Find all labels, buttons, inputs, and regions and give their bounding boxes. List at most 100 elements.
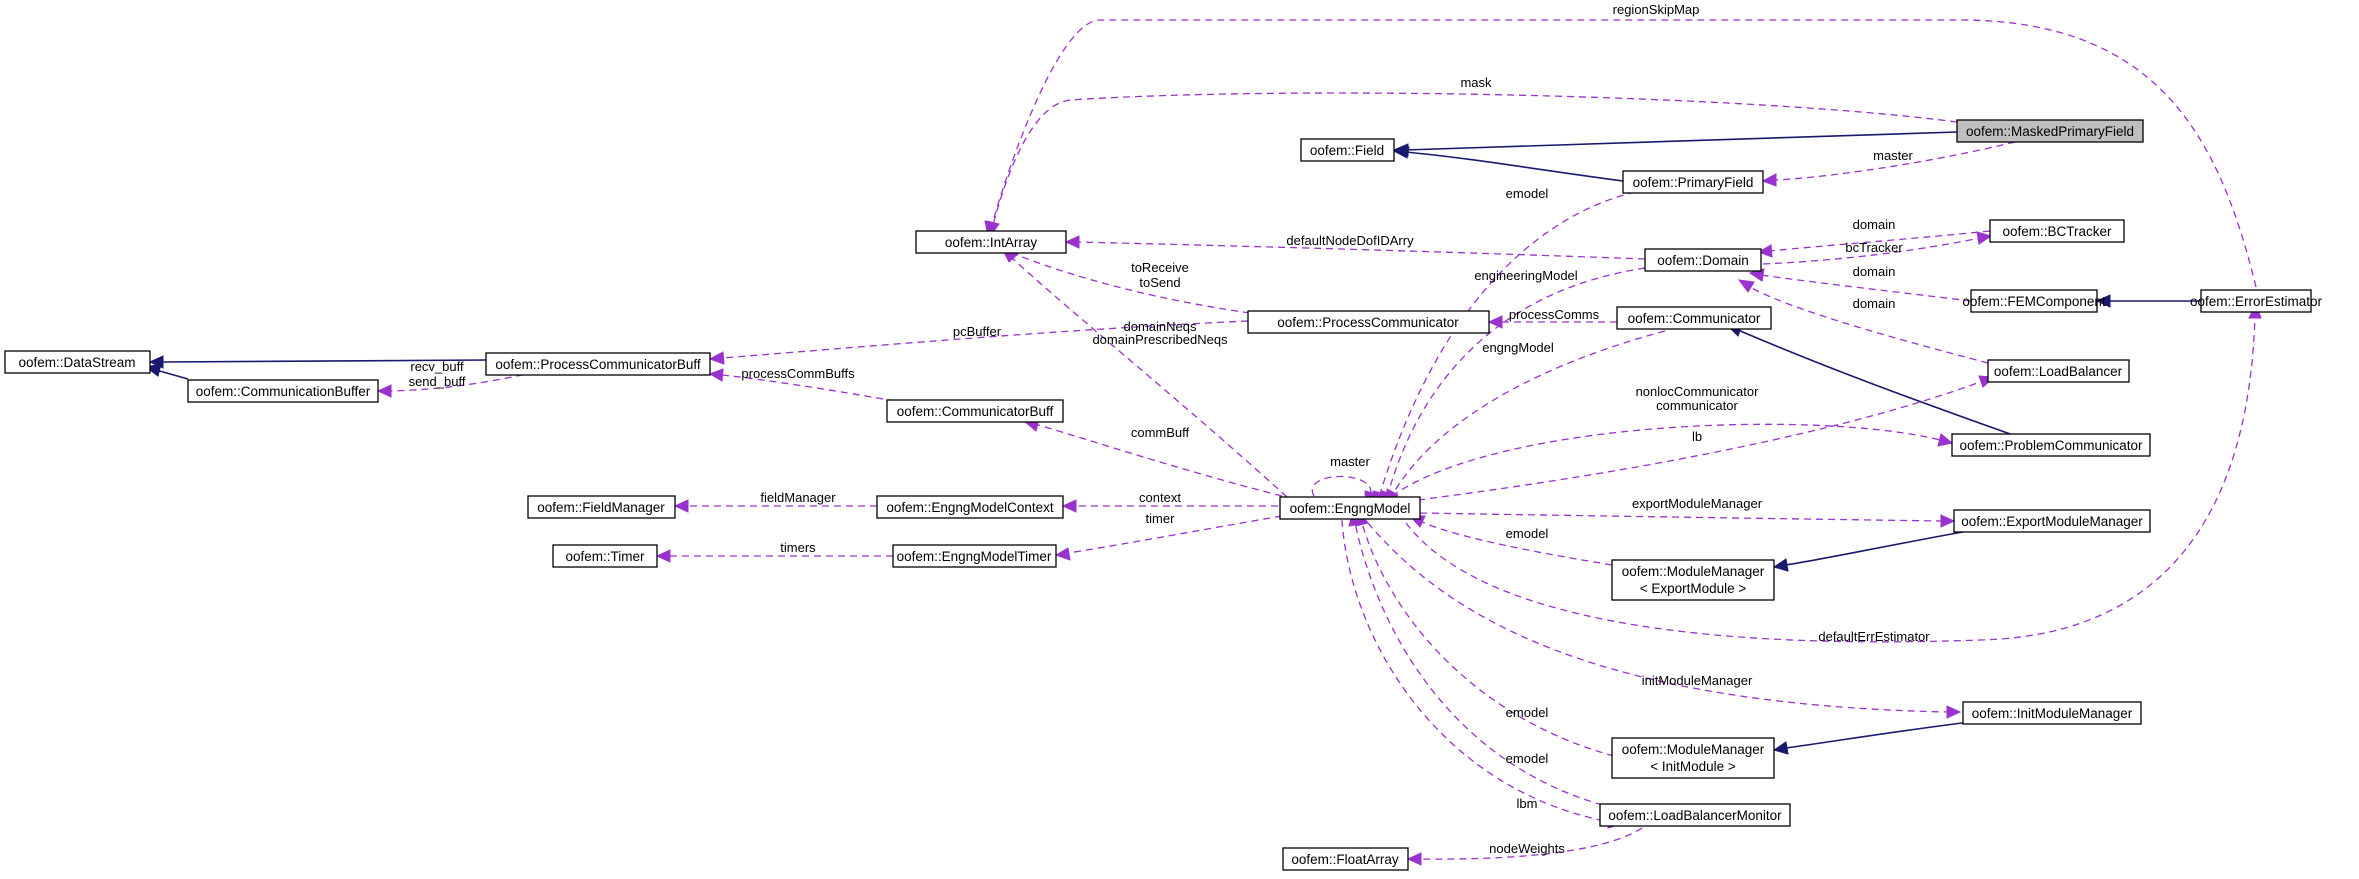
label-lb: lb [1692, 429, 1702, 444]
edge-timers [655, 549, 893, 563]
node-module-manager-export[interactable]: oofem::ModuleManager < ExportModule > [1611, 559, 1775, 601]
label-context: context [1139, 490, 1181, 505]
edge-problemcomm-to-communicator [1725, 324, 2014, 436]
edge-fieldmanager [673, 499, 877, 513]
svg-text:oofem::ExportModuleManager: oofem::ExportModuleManager [1961, 514, 2143, 529]
svg-text:oofem::InitModuleManager: oofem::InitModuleManager [1972, 706, 2133, 721]
node-init-module-manager[interactable]: oofem::InitModuleManager [1962, 701, 2142, 725]
label-engineeringmodel: engineeringModel [1474, 268, 1577, 283]
edge-exportmodulemanager [1419, 512, 1956, 528]
node-communication-buffer[interactable]: oofem::CommunicationBuffer [187, 379, 379, 403]
label-send-buff: send_buff [409, 374, 466, 389]
node-problem-communicator[interactable]: oofem::ProblemCommunicator [1951, 433, 2151, 457]
edge-context [1061, 499, 1278, 513]
label-master-pf: master [1873, 148, 1913, 163]
label-timers: timers [780, 540, 816, 555]
edge-exportmm-to-modulemanager [1772, 530, 1969, 572]
node-domain[interactable]: oofem::Domain [1644, 248, 1762, 272]
edge-primaryfield-to-field [1392, 146, 1624, 182]
svg-text:oofem::DataStream: oofem::DataStream [18, 355, 135, 370]
svg-text:oofem::FieldManager: oofem::FieldManager [537, 500, 665, 515]
edge-recvsendbuff [376, 371, 536, 398]
node-primary-field[interactable]: oofem::PrimaryField [1622, 170, 1764, 194]
label-initmodulemanager: initModuleManager [1642, 673, 1753, 688]
edge-initmodulemanager [1367, 522, 1962, 719]
label-defaulterrestimator: defaultErrEstimator [1818, 629, 1930, 644]
label-regionskipmap: regionSkipMap [1613, 2, 1700, 17]
node-module-manager-init[interactable]: oofem::ModuleManager < InitModule > [1611, 737, 1775, 779]
label-domainprescribedneqs: domainPrescribedNeqs [1092, 332, 1228, 347]
node-communicator[interactable]: oofem::Communicator [1616, 306, 1772, 330]
node-process-communicator-buff[interactable]: oofem::ProcessCommunicatorBuff [485, 352, 711, 376]
edge-master-pf [1761, 141, 2016, 187]
label-pcbuffer: pcBuffer [953, 324, 1002, 339]
node-float-array[interactable]: oofem::FloatArray [1282, 847, 1409, 871]
edge-processcomms [1487, 315, 1617, 329]
node-export-module-manager[interactable]: oofem::ExportModuleManager [1953, 509, 2151, 533]
label-exportmodulemanager: exportModuleManager [1632, 496, 1763, 511]
node-engng-model-context[interactable]: oofem::EngngModelContext [876, 495, 1064, 519]
edge-initmm-to-modulemanager [1772, 721, 1971, 755]
label-engngmodel-comm: engngModel [1482, 340, 1554, 355]
svg-text:oofem::Domain: oofem::Domain [1657, 253, 1749, 268]
label-processcommbuffs: processCommBuffs [741, 366, 855, 381]
node-field[interactable]: oofem::Field [1300, 138, 1395, 162]
svg-text:oofem::LoadBalancerMonitor: oofem::LoadBalancerMonitor [1608, 808, 1782, 823]
node-process-communicator[interactable]: oofem::ProcessCommunicator [1247, 310, 1490, 334]
label-processcomms: processComms [1509, 307, 1600, 322]
svg-text:oofem::Timer: oofem::Timer [565, 549, 645, 564]
edge-bctracker [1762, 231, 1993, 265]
svg-text:oofem::BCTracker: oofem::BCTracker [2002, 224, 2112, 239]
svg-text:oofem::ErrorEstimator: oofem::ErrorEstimator [2190, 294, 2323, 309]
node-load-balancer[interactable]: oofem::LoadBalancer [1987, 359, 2130, 383]
node-int-array[interactable]: oofem::IntArray [915, 230, 1067, 254]
node-field-manager[interactable]: oofem::FieldManager [527, 495, 676, 519]
edge-nodeweights [1406, 827, 1643, 866]
edge-lbm [1341, 519, 1624, 829]
edge-domain-bc [1757, 230, 1991, 258]
svg-text:oofem::FloatArray: oofem::FloatArray [1291, 852, 1399, 867]
svg-text:oofem::Field: oofem::Field [1310, 143, 1384, 158]
label-emodel-export: emodel [1506, 526, 1549, 541]
node-data-stream[interactable]: oofem::DataStream [4, 350, 151, 374]
svg-text:oofem::EngngModel: oofem::EngngModel [1290, 501, 1411, 516]
label-timer: timer [1146, 511, 1176, 526]
edge-processcommbuffs [708, 368, 896, 402]
svg-text:oofem::CommunicationBuffer: oofem::CommunicationBuffer [196, 384, 371, 399]
svg-text:oofem::LoadBalancer: oofem::LoadBalancer [1994, 364, 2123, 379]
label-recv-buff: recv_buff [410, 359, 464, 374]
svg-text:oofem::IntArray: oofem::IntArray [945, 235, 1038, 250]
svg-text:oofem::ProblemCommunicator: oofem::ProblemCommunicator [1959, 438, 2143, 453]
node-engng-model-timer[interactable]: oofem::EngngModelTimer [892, 544, 1057, 568]
edge-nonloccommunicator [1391, 423, 1954, 497]
edge-timer [1054, 515, 1283, 561]
edge-engngmodel-comm [1386, 330, 1666, 506]
node-fem-component[interactable]: oofem::FEMComponent [1962, 289, 2106, 313]
svg-text:oofem::ProcessCommunicatorBuff: oofem::ProcessCommunicatorBuff [495, 357, 701, 372]
node-error-estimator[interactable]: oofem::ErrorEstimator [2190, 289, 2323, 313]
node-masked-primary-field[interactable]: oofem::MaskedPrimaryField [1956, 119, 2144, 143]
label-emodel-init: emodel [1506, 705, 1549, 720]
svg-text:oofem::ProcessCommunicator: oofem::ProcessCommunicator [1277, 315, 1459, 330]
node-load-balancer-monitor[interactable]: oofem::LoadBalancerMonitor [1599, 803, 1791, 827]
node-timer[interactable]: oofem::Timer [552, 544, 658, 568]
svg-text:oofem::ModuleManager: oofem::ModuleManager [1622, 742, 1765, 757]
node-engng-model[interactable]: oofem::EngngModel [1279, 496, 1421, 520]
svg-text:oofem::EngngModelContext: oofem::EngngModelContext [886, 500, 1054, 515]
node-communicator-buff[interactable]: oofem::CommunicatorBuff [886, 399, 1064, 423]
label-tosend: toSend [1139, 275, 1180, 290]
label-domain-fem: domain [1853, 264, 1896, 279]
label-domainneqs: domainNeqs [1124, 319, 1197, 334]
edge-regionskipmap [984, 19, 2257, 288]
svg-text:oofem::Communicator: oofem::Communicator [1628, 311, 1761, 326]
edge-pcbuffer [708, 320, 1249, 365]
label-nonloccommunicator: nonlocCommunicator [1636, 384, 1760, 399]
label-emodel-lbm: emodel [1506, 751, 1549, 766]
svg-text:oofem::CommunicatorBuff: oofem::CommunicatorBuff [897, 404, 1054, 419]
node-bc-tracker[interactable]: oofem::BCTracker [1989, 219, 2125, 243]
label-communicator: communicator [1656, 398, 1738, 413]
label-bctracker: bcTracker [1845, 240, 1903, 255]
edge-emodel-lbm [1348, 509, 1615, 809]
edge-domain-lb [1737, 279, 1989, 364]
svg-text:oofem::MaskedPrimaryField: oofem::MaskedPrimaryField [1966, 124, 2134, 139]
